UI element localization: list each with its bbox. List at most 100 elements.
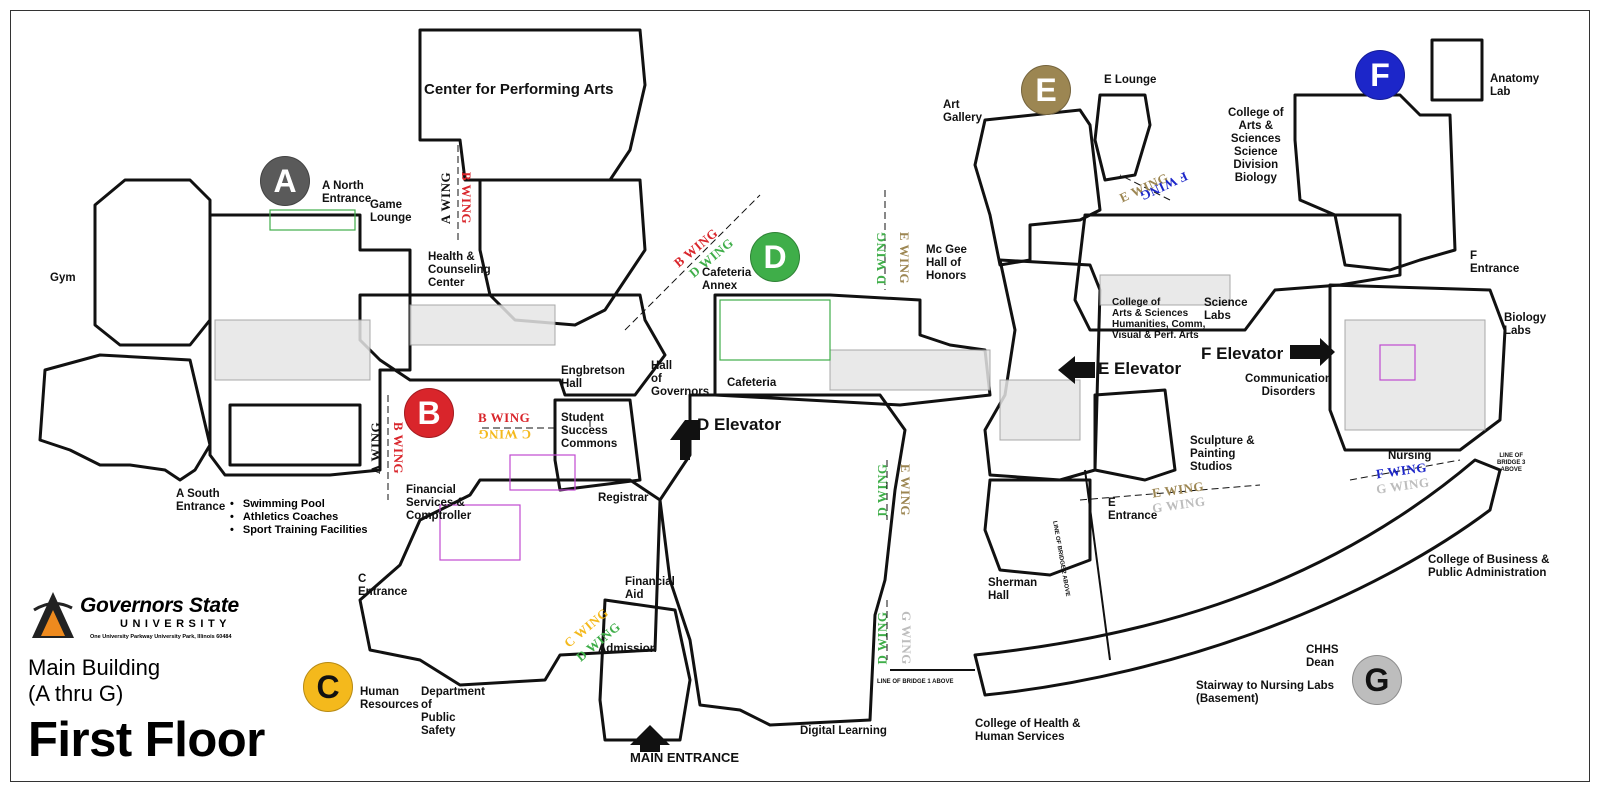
e-wing-upper-outline [973, 108, 1102, 267]
wing-badge-c: C [303, 662, 353, 712]
label-financial-aid: Financial Aid [625, 576, 675, 601]
wing-marker-d-upper: D WING [873, 231, 889, 285]
wing-divider-ef [1119, 174, 1171, 201]
label-anatomy-lab: Anatomy Lab [1490, 73, 1540, 98]
label-engbretson-hall: Engbretson Hall [561, 365, 625, 390]
label-public-safety: Department of Public Safety [421, 686, 485, 737]
wing-divider-fg [1349, 459, 1461, 481]
label-nursing: Nursing [1388, 450, 1432, 462]
label-college-health: College of Health & Human Services [975, 718, 1081, 743]
label-line-of-bridge-1: LINE OF BRIDGE 1 ABOVE [877, 679, 954, 685]
performing-arts-outline [418, 28, 647, 182]
label-gym: Gym [50, 272, 76, 284]
label-health-counseling: Health & Counseling Center [428, 251, 491, 289]
label-a-south-entrance: A South Entrance [176, 488, 226, 513]
wing-marker-e-upper: E WING [897, 231, 913, 285]
wing-divider-eg [1079, 484, 1261, 501]
label-financial-services: Financial Services & Comptroller [406, 484, 472, 522]
bridge-2 [1084, 469, 1111, 661]
label-mcgee-hall: Mc Gee Hall of Honors [926, 244, 967, 282]
f-wing-upper-outline [1293, 93, 1457, 272]
d-wing-lower-outline [658, 393, 907, 727]
a-wing-outline [208, 213, 412, 477]
map-title: First Floor [28, 713, 265, 767]
label-student-success: Student Success Commons [561, 412, 618, 450]
f-elevator-arrow [1290, 338, 1335, 366]
swimming-pool-outline [228, 403, 362, 467]
map-subtitle: Main Building (A thru G) [28, 655, 161, 706]
wing-divider-bd [624, 194, 761, 331]
g-wing-outline [973, 458, 1502, 697]
a-south-services-list: Swimming Pool Athletics Coaches Sport Tr… [230, 498, 368, 537]
cafeteria-outline [713, 293, 992, 407]
logo-mark-icon [32, 592, 74, 638]
rehearsal-hall-outline [478, 178, 647, 327]
wing-marker-b-lower: B WING [391, 421, 407, 475]
label-stairway-nursing: Stairway to Nursing Labs (Basement) [1196, 680, 1335, 705]
label-humanities: College of Arts & Sciences Humanities, C… [1112, 297, 1206, 341]
wing-badge-e: E [1021, 65, 1071, 115]
label-science-labs: Science Labs [1204, 297, 1248, 322]
label-hall-of-governors: Hall of Governors [651, 360, 710, 398]
student-success-outline [553, 398, 642, 492]
gym-outline [93, 178, 212, 347]
label-cafeteria-annex: Cafeteria Annex [702, 267, 752, 292]
a-south-outline [38, 353, 212, 482]
label-main-entrance: MAIN ENTRANCE [630, 750, 740, 765]
wing-badge-f: F [1355, 50, 1405, 100]
university-logo: Governors State UNIVERSITY One Universit… [30, 590, 270, 650]
c-wing-outline [358, 478, 662, 687]
wing-marker-e-lower: E WING [898, 463, 914, 517]
label-sherman-hall: Sherman Hall [988, 577, 1038, 602]
sculpture-studios-outline [1093, 388, 1177, 482]
label-registrar: Registrar [598, 492, 649, 504]
logo-address: One University Parkway University Park, … [90, 634, 232, 640]
admission-outline [598, 598, 692, 742]
label-digital-learning: Digital Learning [800, 725, 887, 737]
wing-marker-b-mid: B WING [478, 410, 531, 425]
label-human-resources: Human Resources [360, 686, 419, 711]
d-elevator-arrow [670, 420, 700, 460]
list-item: Athletics Coaches [230, 511, 368, 524]
sherman-hall-outline [983, 478, 1092, 577]
wing-badge-g: G [1352, 655, 1402, 705]
label-communication-disorders: Communication Disorders [1245, 373, 1332, 398]
label-game-lounge: Game Lounge [370, 199, 412, 224]
label-science-division: College of Arts & Sciences Science Divis… [1228, 107, 1284, 184]
wing-marker-d-bottom: D WING [874, 611, 890, 665]
list-item: Swimming Pool [230, 498, 368, 511]
label-d-elevator: D Elevator [697, 415, 782, 434]
label-e-lounge: E Lounge [1104, 74, 1157, 86]
label-e-elevator: E Elevator [1098, 359, 1182, 378]
wing-badge-a: A [260, 156, 310, 206]
label-chhs-dean: CHHS Dean [1306, 644, 1339, 669]
wing-marker-a-lower: A WING [368, 421, 384, 475]
logo-name: Governors State [80, 594, 239, 617]
label-art-gallery: Art Gallery [943, 99, 982, 124]
main-entrance-arrow [630, 725, 670, 752]
label-admission: Admission [598, 643, 657, 655]
e-elevator-arrow [1058, 356, 1095, 384]
wing-marker-c-mid: C WING [478, 427, 531, 442]
label-c-entrance: C Entrance [358, 573, 408, 598]
label-a-north-entrance: A North Entrance [322, 180, 372, 205]
label-line-of-bridge-3: LINE OF BRIDGE 3 ABOVE [1497, 453, 1526, 473]
wing-marker-a-upper: A WING [438, 171, 454, 225]
label-f-elevator: F Elevator [1201, 344, 1284, 363]
anatomy-lab-outline [1430, 38, 1484, 102]
e-wing-center-outline [983, 258, 1102, 482]
wing-marker-g-bottom: G WING [898, 611, 914, 665]
wing-badge-d: D [750, 232, 800, 282]
list-item: Sport Training Facilities [230, 524, 368, 537]
label-college-business: College of Business & Public Administrat… [1428, 554, 1550, 579]
label-sculpture-painting: Sculpture & Painting Studios [1190, 435, 1255, 473]
label-f-entrance: F Entrance [1470, 250, 1520, 275]
logo-subname: UNIVERSITY [120, 618, 232, 630]
f-wing-labs-outline [1328, 283, 1507, 452]
label-biology-labs: Biology Labs [1504, 312, 1547, 337]
e-lounge-outline [1093, 93, 1152, 182]
f-wing-corridor-outline [1073, 213, 1402, 332]
label-cafeteria: Cafeteria [727, 377, 777, 389]
wing-marker-b-upper: B WING [459, 171, 475, 225]
